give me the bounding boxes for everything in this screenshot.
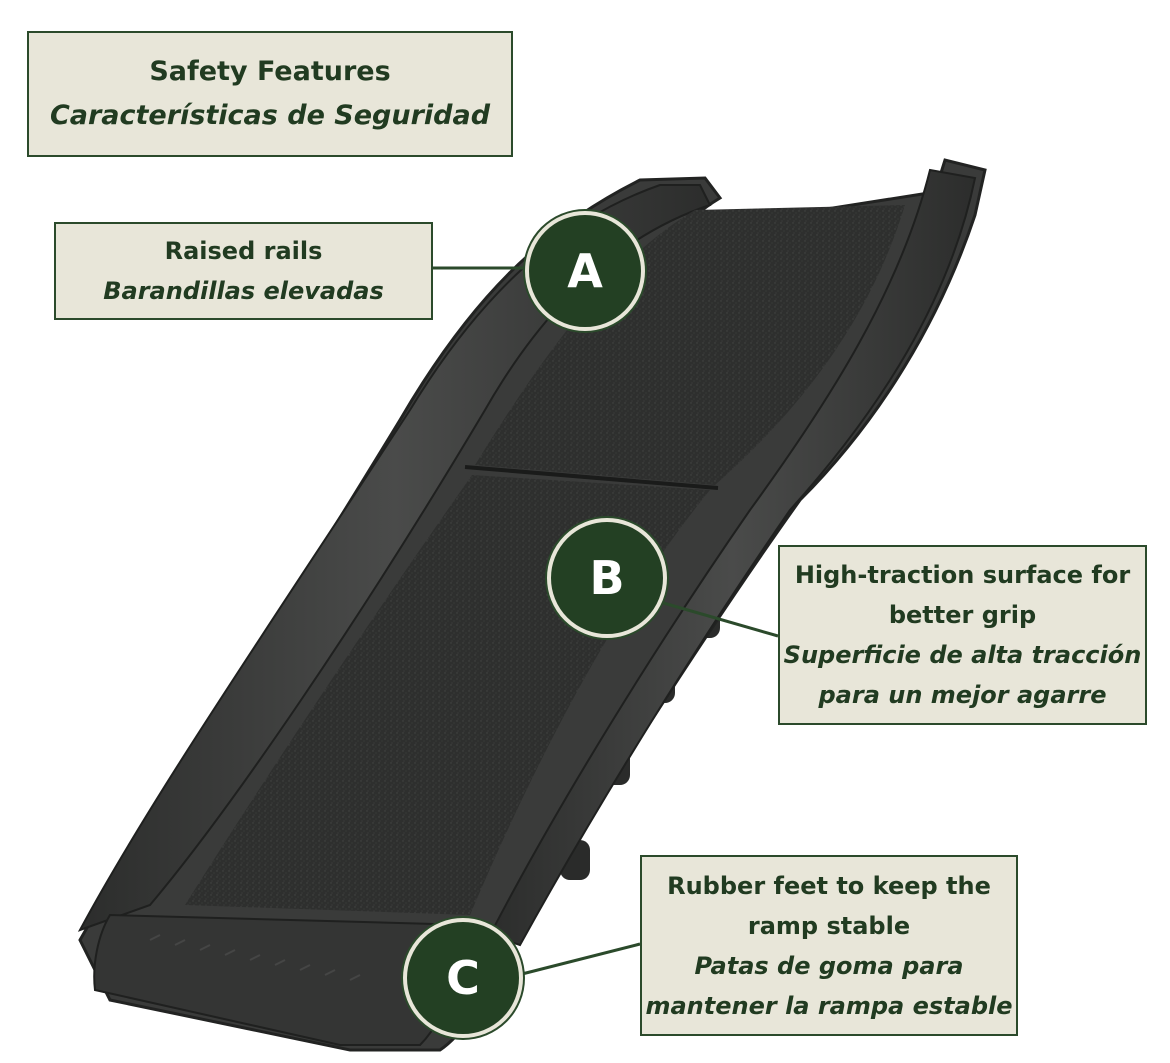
safety-features-title: Safety Features Características de Segur… [27,31,513,157]
feature-c-badge: C [403,918,523,1038]
feature-c-es-line2: mantener la rampa estable [645,991,1013,1020]
feature-b-es-line2: para un mejor agarre [818,681,1107,709]
feature-a-label: Raised rails Barandillas elevadas [54,222,433,320]
right-rail [488,168,977,947]
feature-c-es-line1: Patas de goma para [694,951,964,980]
feature-a-es: Barandillas elevadas [103,277,384,305]
left-rail [77,184,712,932]
tread-plate [149,934,361,981]
title-es: Características de Seguridad [49,100,491,131]
traction-surface-upper [475,205,905,485]
feature-c-en-line2: ramp stable [747,911,911,940]
connector-b [659,600,779,638]
feature-b-en-line2: better grip [888,601,1037,629]
title-en: Safety Features [149,56,391,87]
connector-c [521,942,641,976]
panel-seam [464,465,719,490]
feature-b-label: High-traction surface for better grip Su… [778,545,1147,725]
feature-a-en: Raised rails [164,237,323,265]
feature-c-label: Rubber feet to keep the ramp stable Pata… [640,855,1018,1036]
feature-b-es-line1: Superficie de alta tracción [783,641,1142,669]
feature-a-badge: A [525,211,645,331]
feature-b-en-line1: High-traction surface for [794,561,1131,589]
feature-b-badge: B [547,518,667,638]
feature-c-en-line1: Rubber feet to keep the [667,871,991,900]
